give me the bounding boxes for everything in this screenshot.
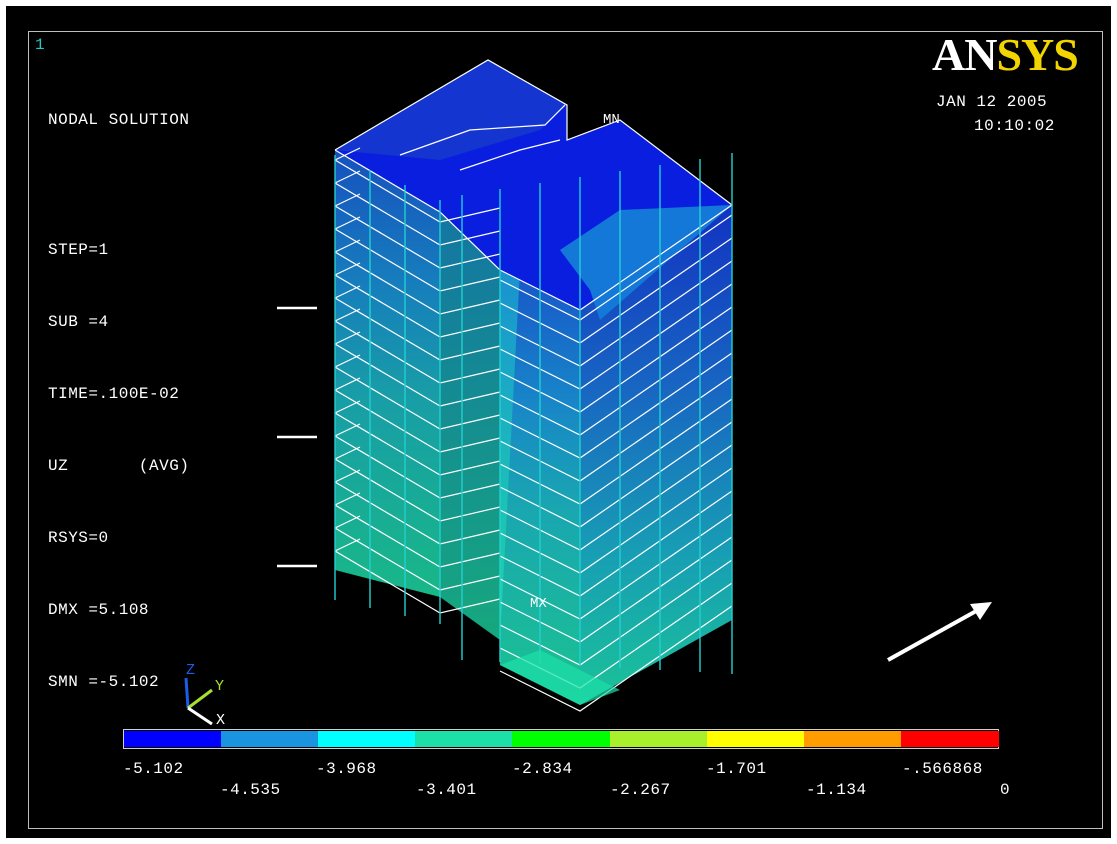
floor-edge (334, 377, 361, 391)
plot-info-line: DMX =5.108 (48, 601, 150, 619)
plot-info-line: SMN =-5.102 (48, 673, 160, 691)
floor-edge (334, 400, 361, 414)
legend-swatch (900, 731, 999, 747)
floor-edge (499, 605, 733, 712)
plot-info-line: NODAL SOLUTION (48, 111, 190, 129)
axis-triad-icon (184, 677, 213, 726)
triad-x-label: X (216, 712, 226, 729)
floor-edge (334, 423, 361, 437)
legend-swatch (124, 731, 222, 747)
window-number: 1 (35, 36, 45, 54)
floor-edge (334, 538, 361, 552)
plot-info-line: TIME=.100E-02 (48, 385, 180, 403)
legend-label: -5.102 (123, 760, 184, 778)
floor-edge (334, 239, 361, 253)
triad-z-label: Z (186, 662, 196, 679)
legend-swatch (221, 731, 320, 747)
roof-contour (459, 139, 561, 171)
legend-label: -1.701 (706, 760, 767, 778)
floor-edge (334, 193, 361, 207)
floor-edge (334, 469, 361, 483)
podium (500, 650, 620, 705)
legend-label: -3.401 (416, 781, 477, 799)
roof-edge (334, 59, 734, 311)
floor-edge (334, 147, 361, 161)
min-marker: MN (603, 112, 620, 128)
legend-swatch (512, 731, 611, 747)
floor-edge (334, 262, 361, 276)
plot-info-line: SUB =4 (48, 313, 109, 331)
floor-edge (334, 285, 361, 299)
legend-label: 0 (1000, 781, 1011, 799)
columns (334, 153, 733, 674)
roof-contour (399, 104, 566, 156)
floor-edge (334, 446, 361, 460)
legend-swatch (803, 731, 902, 747)
logo-part-2: SYS (996, 29, 1078, 80)
floor-edge (334, 515, 361, 529)
roof (335, 60, 732, 320)
legend-label: -2.267 (610, 781, 671, 799)
level-markers (277, 306, 317, 568)
legend-swatch (706, 731, 805, 747)
max-marker: MX (530, 596, 547, 612)
plot-info: NODAL SOLUTION STEP=1 SUB =4 TIME=.100E-… (48, 60, 189, 718)
logo-part-1: AN (932, 29, 997, 80)
floor-edge (334, 170, 361, 184)
legend-swatch (415, 731, 514, 747)
plot-info-line: STEP=1 (48, 241, 109, 259)
floor-edge (334, 216, 361, 230)
legend-swatch (318, 731, 417, 747)
plot-info-line: RSYS=0 (48, 529, 109, 547)
plot-time: 10:10:02 (974, 117, 1055, 135)
legend-label: -2.834 (512, 760, 573, 778)
viewport-border (28, 31, 1103, 829)
legend-label: -3.968 (316, 760, 377, 778)
plot-info-line: UZ (AVG) (48, 457, 190, 475)
ansys-logo: ANSYS (932, 28, 1079, 81)
floor-edge (334, 354, 361, 368)
triad-y-label: Y (215, 678, 225, 695)
plot-date: JAN 12 2005 (936, 93, 1048, 111)
left-wing (335, 150, 440, 597)
direction-arrow-icon (887, 602, 992, 662)
legend-label: -4.535 (220, 781, 281, 799)
floor-edge (334, 492, 361, 506)
floor-edge (334, 308, 361, 322)
floor-edge (334, 331, 361, 345)
legend-swatch (609, 731, 708, 747)
legend-label: -.566868 (902, 760, 983, 778)
legend-label: -1.134 (806, 781, 867, 799)
